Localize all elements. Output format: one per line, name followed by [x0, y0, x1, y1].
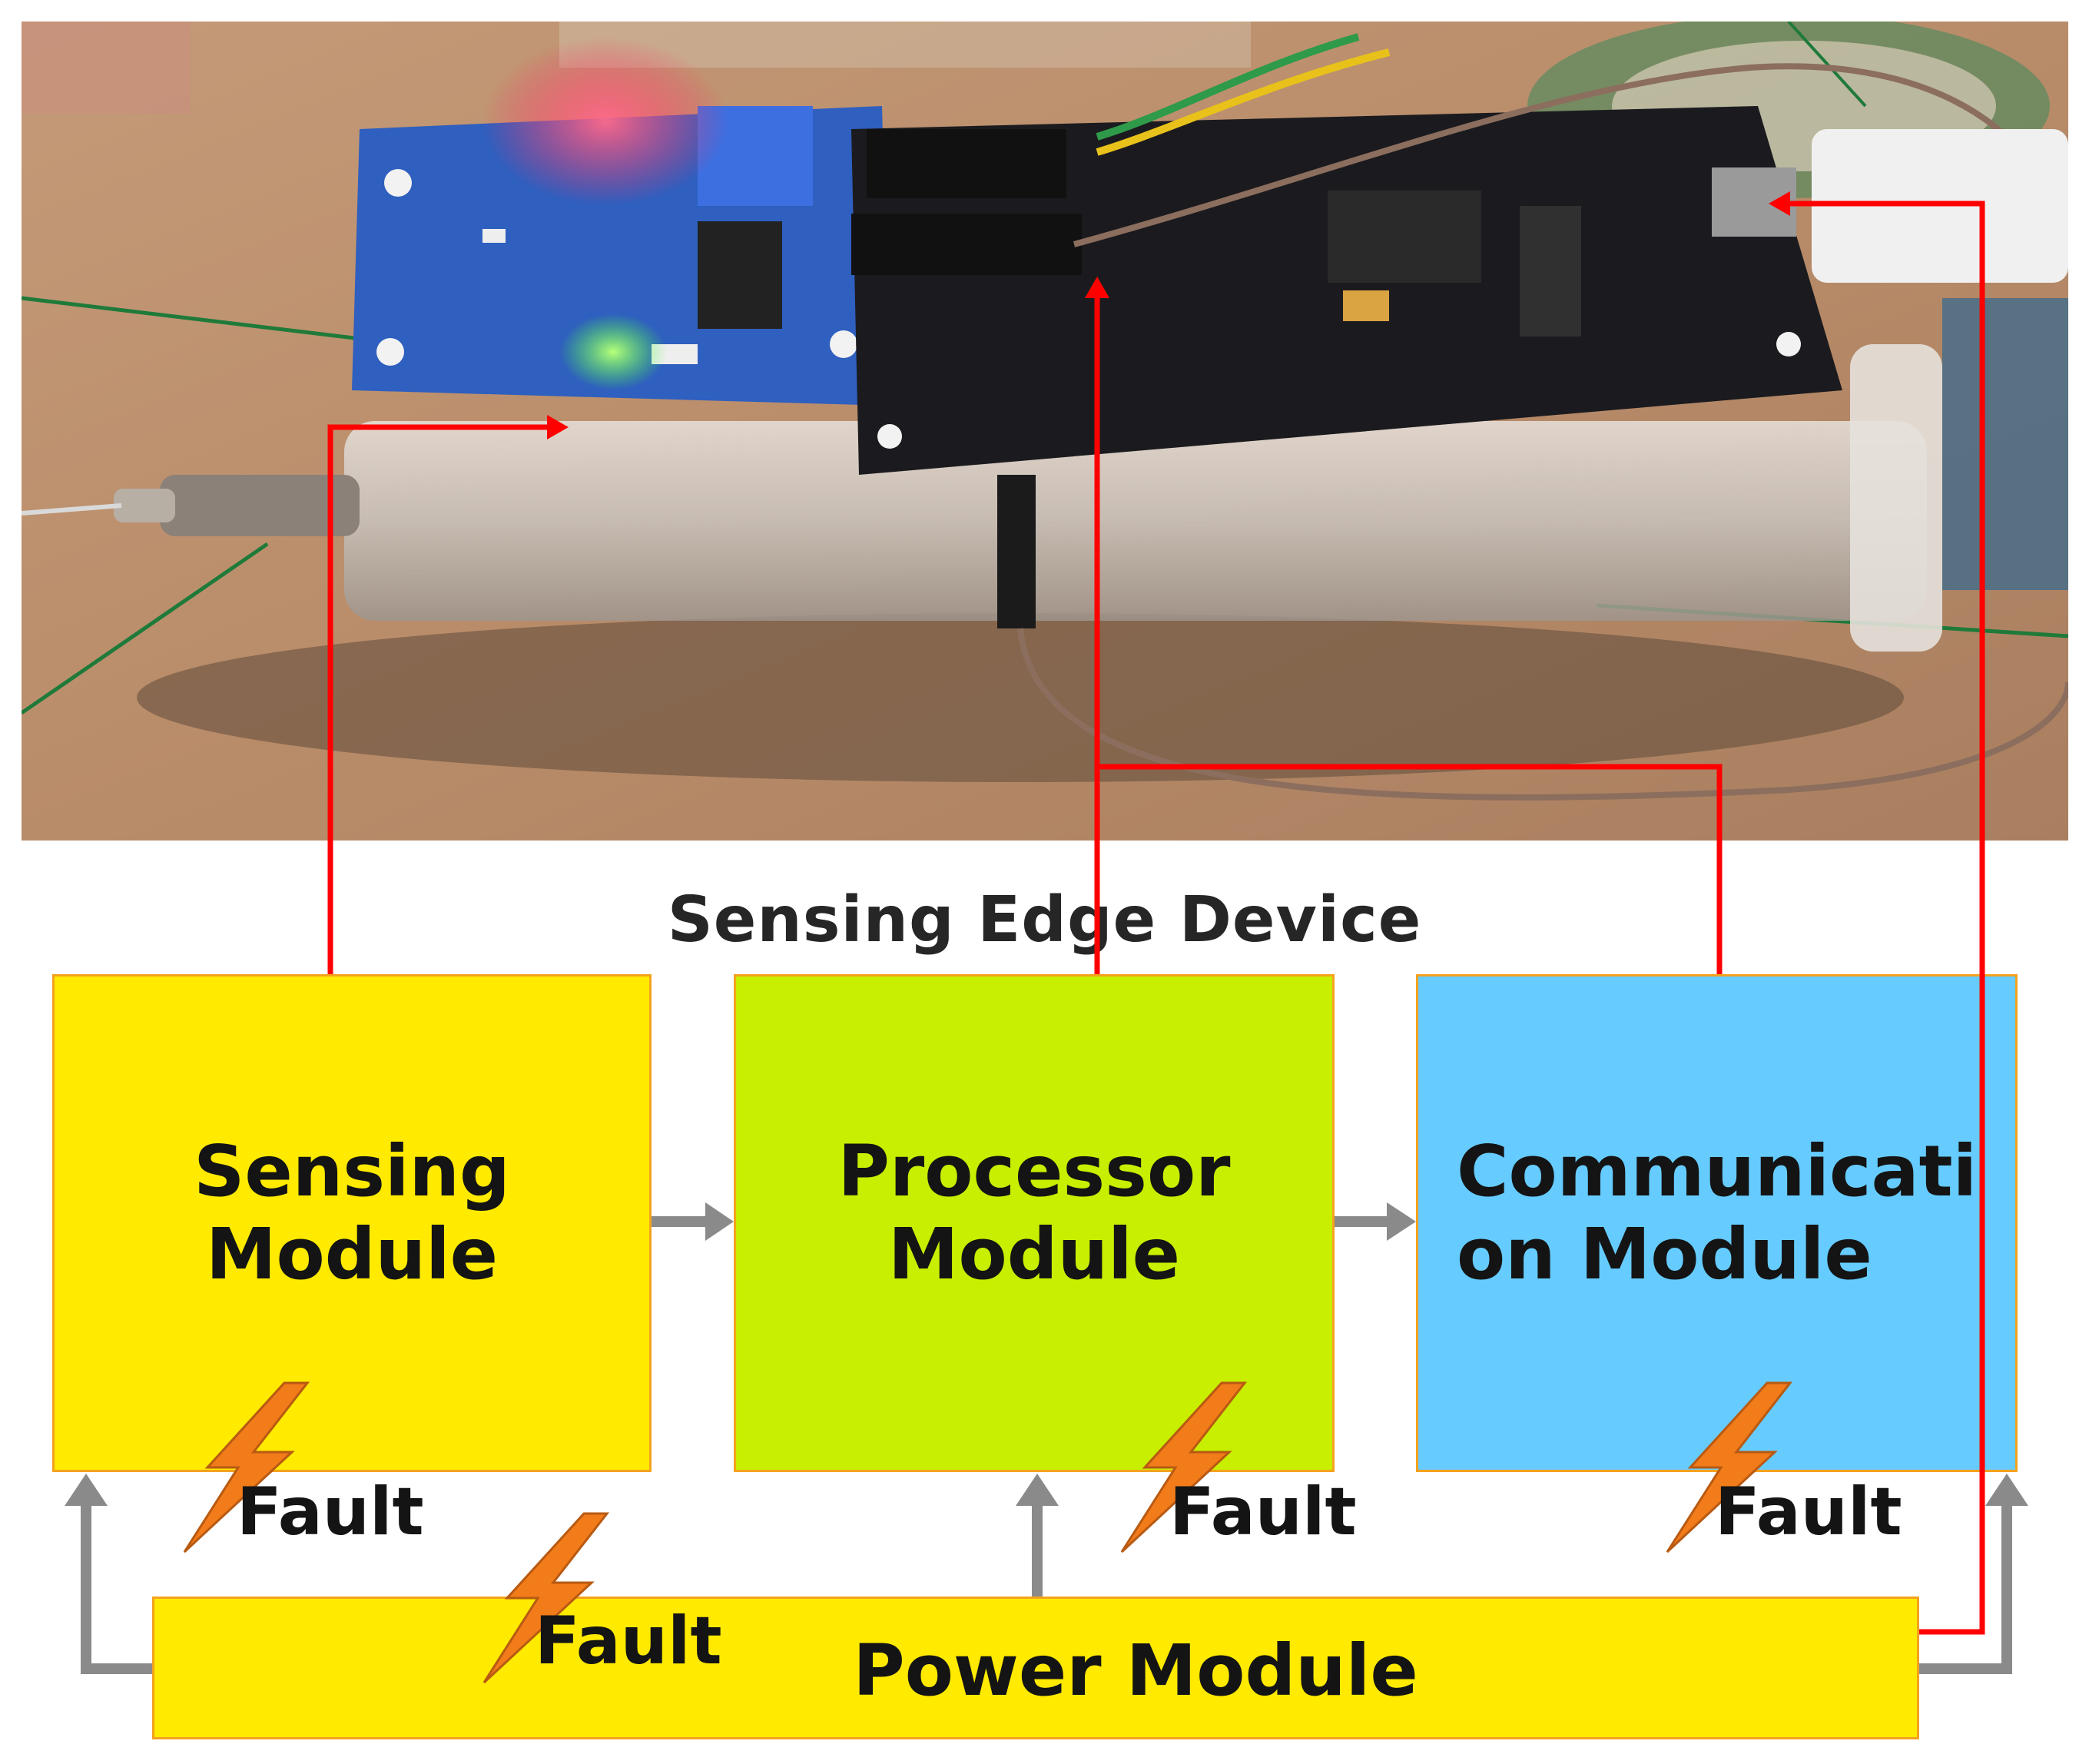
communication-module-label: Communicati on Module	[1457, 1130, 1978, 1295]
arrowhead-icon	[1387, 1202, 1416, 1241]
diagram-title: Sensing Edge Device	[667, 884, 1422, 957]
arrowhead-icon	[1985, 1474, 2028, 1506]
arrowhead-icon	[705, 1202, 734, 1241]
power-to-sensing-arrow	[81, 1506, 152, 1674]
power-module-label: Power Module	[853, 1630, 1418, 1712]
device-photo	[22, 22, 2068, 841]
fault-label-sensing: Fault	[237, 1474, 424, 1550]
power-module-box: Power Module	[152, 1597, 1919, 1739]
processor-module-box: Processor Module	[734, 974, 1335, 1472]
fault-label-communication: Fault	[1715, 1474, 1902, 1550]
fault-label-processor: Fault	[1169, 1474, 1357, 1550]
processor-module-label: Processor Module	[837, 1130, 1231, 1295]
power-to-communication-arrow	[1919, 1506, 2012, 1674]
arrowhead-icon	[1016, 1474, 1059, 1506]
sensing-module-label: Sensing Module	[194, 1130, 510, 1295]
sensing-module-box: Sensing Module	[52, 974, 652, 1472]
communication-module-box: Communicati on Module	[1416, 974, 2018, 1472]
arrowhead-icon	[65, 1474, 108, 1506]
fault-label-power: Fault	[535, 1603, 722, 1679]
photo-illustration	[22, 22, 2068, 841]
